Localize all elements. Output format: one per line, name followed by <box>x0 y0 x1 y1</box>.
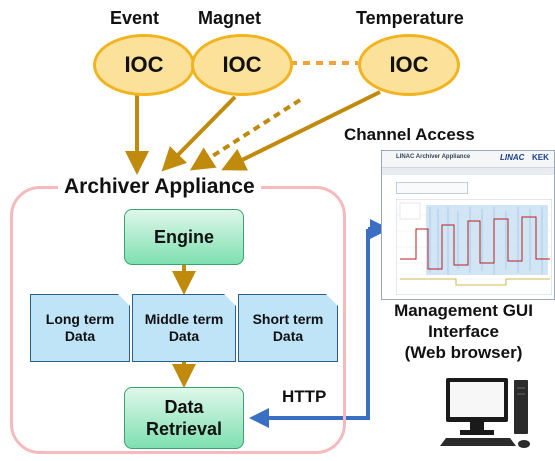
ioc-name-magnet: Magnet <box>198 8 261 28</box>
management-gui-label: Management GUI Interface (Web browser) <box>372 300 555 363</box>
gui-chart-thumbnail <box>396 199 552 295</box>
engine-label: Engine <box>153 226 214 247</box>
management-gui-screenshot: LINAC Archiver Appliance LINAC KEK <box>381 150 555 300</box>
arrow-http <box>249 229 370 428</box>
ioc-name-event: Event <box>110 8 160 28</box>
gui-label-line1: Management GUI <box>394 301 533 320</box>
ioc-node-magnet: IOC <box>191 34 293 96</box>
gui-menubar <box>382 168 554 175</box>
gui-logo-kek: KEK <box>532 153 549 162</box>
gui-logo-linac: LINAC <box>500 153 525 162</box>
data-retrieval-line2: Retrieval <box>145 419 223 439</box>
ioc-node-temperature: IOC <box>358 34 460 96</box>
gui-label-line3: (Web browser) <box>404 343 523 362</box>
gui-table <box>396 182 468 194</box>
ioc-name-temperature: Temperature <box>356 8 464 28</box>
storage-short-term-line1: Short term <box>252 310 324 327</box>
http-label: HTTP <box>282 387 327 406</box>
gui-label-line2: Interface <box>428 322 499 341</box>
arrow-other-ioc <box>189 98 302 171</box>
gui-app-title: LINAC Archiver Appliance <box>396 154 471 160</box>
storage-middle-term-line2: Data <box>168 328 200 344</box>
storage-long-term-line2: Data <box>64 328 96 344</box>
archiver-appliance-title: Archiver Appliance <box>58 175 261 199</box>
computer-icon <box>440 378 530 448</box>
arrow-magnet-ioc <box>161 95 237 172</box>
arrow-temperature-ioc <box>221 90 381 171</box>
ioc-node-event: IOC <box>93 34 195 96</box>
channel-access-label: Channel Access <box>344 125 475 144</box>
storage-long-term-line1: Long term <box>45 310 115 327</box>
gui-header: LINAC Archiver Appliance LINAC KEK <box>382 151 554 168</box>
engine-box: Engine <box>124 209 244 265</box>
storage-short-term-line2: Data <box>272 328 304 344</box>
data-retrieval-line1: Data <box>164 397 204 417</box>
storage-middle-term-line1: Middle term <box>144 310 224 327</box>
